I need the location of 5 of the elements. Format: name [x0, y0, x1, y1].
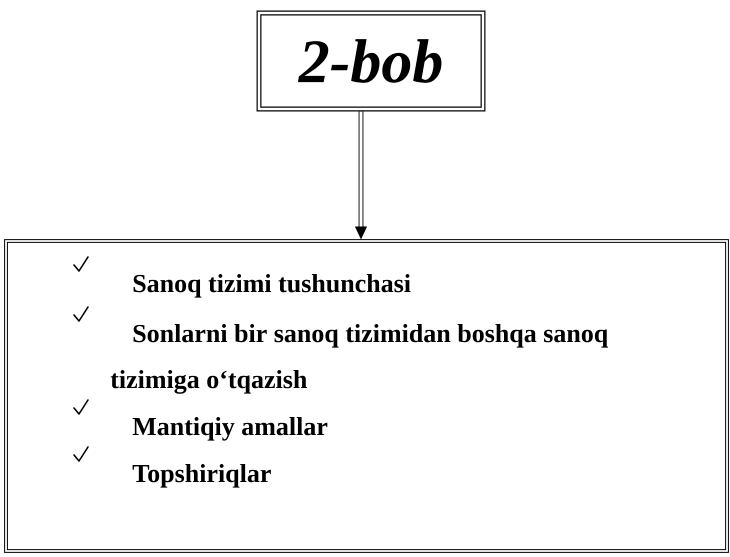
list-item: Sonlarni bir sanoq tizimidan boshqa sanoq tizimiga o‘tqazish	[110, 324, 608, 394]
list-item: Mantiqiy amallar	[132, 417, 328, 441]
list-item: Sanoq tizimi tushunchasi	[134, 274, 411, 298]
title-box: 2-bob	[256, 10, 486, 112]
list-item: Topshiriqlar	[132, 464, 271, 488]
